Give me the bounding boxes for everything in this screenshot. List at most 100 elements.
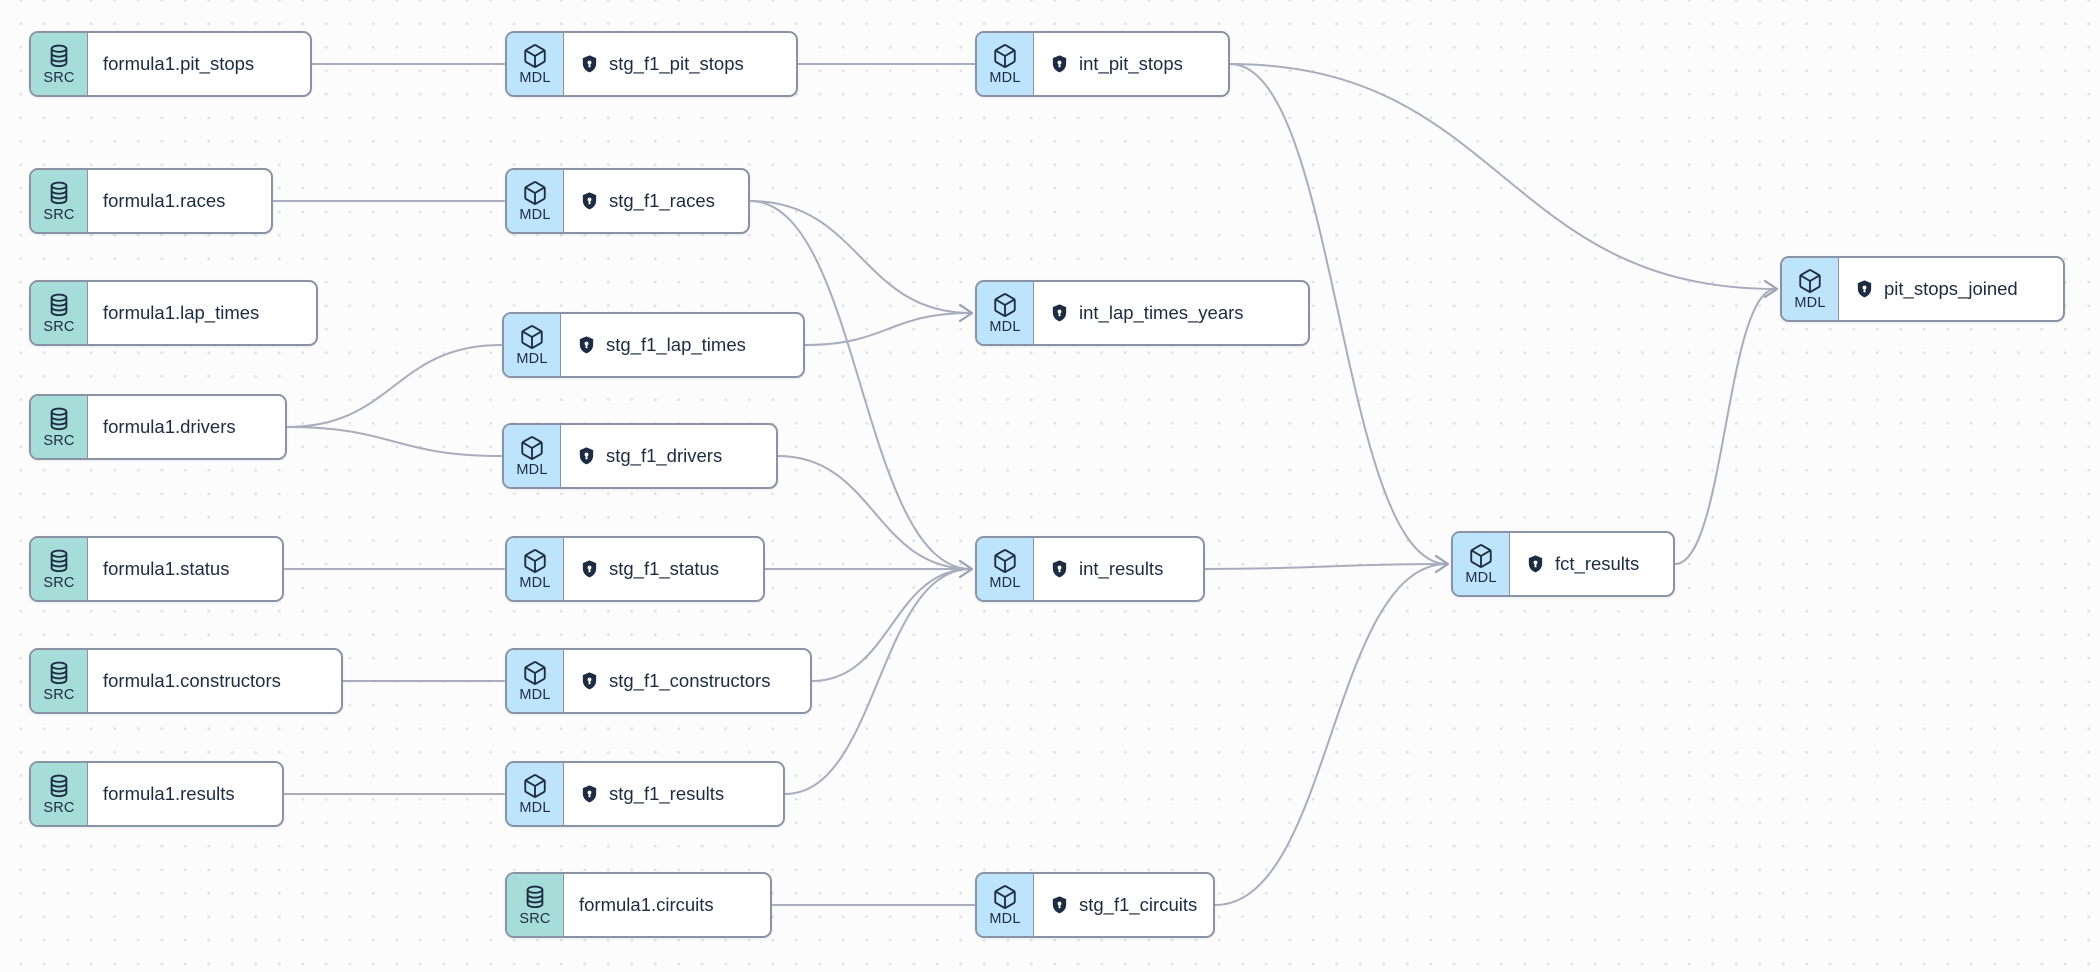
edge-formula1.drivers--stg_f1_lap_times bbox=[286, 344, 502, 428]
node-type-label: MDL bbox=[989, 318, 1021, 335]
source-type-badge: SRC bbox=[31, 538, 88, 600]
model-type-badge: MDL bbox=[504, 314, 561, 376]
node-formula1.drivers[interactable]: SRC formula1.drivers bbox=[29, 394, 287, 460]
edge-int_results--fct_results bbox=[1204, 563, 1448, 570]
node-type-label: MDL bbox=[1794, 294, 1826, 311]
node-body: pit_stops_joined bbox=[1839, 258, 2063, 320]
model-type-badge: MDL bbox=[977, 282, 1034, 344]
node-label: int_results bbox=[1079, 558, 1164, 579]
node-label: int_lap_times_years bbox=[1079, 302, 1244, 323]
model-type-badge: MDL bbox=[977, 874, 1034, 936]
cube-icon bbox=[522, 43, 548, 70]
node-type-label: MDL bbox=[989, 69, 1021, 86]
node-body: formula1.results bbox=[88, 763, 282, 825]
cube-icon bbox=[1468, 543, 1494, 570]
cube-icon bbox=[992, 43, 1018, 70]
node-body: int_lap_times_years bbox=[1034, 282, 1308, 344]
node-type-label: MDL bbox=[516, 461, 548, 478]
edge-fct_results--pit_stops_joined bbox=[1674, 288, 1777, 565]
node-type-label: SRC bbox=[43, 799, 75, 816]
model-type-badge: MDL bbox=[1453, 533, 1510, 595]
node-type-label: SRC bbox=[43, 206, 75, 223]
node-int_pit_stops[interactable]: MDL int_pit_stops bbox=[975, 31, 1230, 97]
edge-formula1.drivers--stg_f1_drivers bbox=[286, 426, 502, 457]
node-stg_f1_circuits[interactable]: MDL stg_f1_circuits bbox=[975, 872, 1215, 938]
node-label: stg_f1_drivers bbox=[606, 445, 723, 466]
model-type-badge: MDL bbox=[977, 538, 1034, 600]
cube-icon bbox=[1797, 268, 1823, 295]
shield-lock-icon bbox=[579, 191, 600, 212]
edge-stg_f1_constructors--int_results bbox=[811, 568, 972, 682]
shield-lock-icon bbox=[579, 671, 600, 692]
shield-lock-icon bbox=[579, 559, 600, 580]
node-stg_f1_results[interactable]: MDL stg_f1_results bbox=[505, 761, 785, 827]
node-formula1.pit_stops[interactable]: SRC formula1.pit_stops bbox=[29, 31, 312, 97]
node-body: stg_f1_drivers bbox=[561, 425, 776, 487]
node-body: formula1.lap_times bbox=[88, 282, 316, 344]
node-label: formula1.results bbox=[103, 783, 235, 804]
cube-icon bbox=[992, 292, 1018, 319]
model-type-badge: MDL bbox=[507, 170, 564, 232]
edge-stg_f1_drivers--int_results bbox=[777, 455, 972, 570]
edge-arrowhead bbox=[1763, 279, 1779, 299]
node-formula1.results[interactable]: SRC formula1.results bbox=[29, 761, 284, 827]
database-icon bbox=[46, 406, 72, 433]
node-label: stg_f1_races bbox=[609, 190, 715, 211]
edge-int_pit_stops--pit_stops_joined bbox=[1229, 63, 1777, 290]
node-type-label: MDL bbox=[989, 910, 1021, 927]
node-formula1.status[interactable]: SRC formula1.status bbox=[29, 536, 284, 602]
node-stg_f1_races[interactable]: MDL stg_f1_races bbox=[505, 168, 750, 234]
node-label: int_pit_stops bbox=[1079, 53, 1183, 74]
cube-icon bbox=[522, 773, 548, 800]
node-body: fct_results bbox=[1510, 533, 1673, 595]
node-body: stg_f1_results bbox=[564, 763, 783, 825]
node-label: formula1.status bbox=[103, 558, 230, 579]
database-icon bbox=[46, 548, 72, 575]
node-type-label: MDL bbox=[989, 574, 1021, 591]
node-type-label: SRC bbox=[43, 432, 75, 449]
shield-lock-icon bbox=[576, 446, 597, 467]
node-type-label: MDL bbox=[519, 574, 551, 591]
database-icon bbox=[46, 43, 72, 70]
node-body: stg_f1_races bbox=[564, 170, 748, 232]
cube-icon bbox=[519, 435, 545, 462]
shield-lock-icon bbox=[1049, 303, 1070, 324]
model-type-badge: MDL bbox=[977, 33, 1034, 95]
node-type-label: SRC bbox=[43, 69, 75, 86]
node-formula1.constructors[interactable]: SRC formula1.constructors bbox=[29, 648, 343, 714]
database-icon bbox=[46, 660, 72, 687]
shield-lock-icon bbox=[1854, 279, 1875, 300]
source-type-badge: SRC bbox=[31, 396, 88, 458]
database-icon bbox=[522, 884, 548, 911]
source-type-badge: SRC bbox=[31, 763, 88, 825]
cube-icon bbox=[522, 660, 548, 687]
cube-icon bbox=[992, 548, 1018, 575]
node-body: formula1.constructors bbox=[88, 650, 341, 712]
node-type-label: SRC bbox=[43, 686, 75, 703]
node-int_results[interactable]: MDL int_results bbox=[975, 536, 1205, 602]
node-body: formula1.pit_stops bbox=[88, 33, 310, 95]
node-body: formula1.drivers bbox=[88, 396, 285, 458]
node-int_lap_times_years[interactable]: MDL int_lap_times_years bbox=[975, 280, 1310, 346]
node-stg_f1_lap_times[interactable]: MDL stg_f1_lap_times bbox=[502, 312, 805, 378]
node-type-label: MDL bbox=[519, 799, 551, 816]
model-type-badge: MDL bbox=[507, 763, 564, 825]
node-label: stg_f1_lap_times bbox=[606, 334, 746, 355]
node-type-label: MDL bbox=[516, 350, 548, 367]
source-type-badge: SRC bbox=[31, 33, 88, 95]
node-stg_f1_drivers[interactable]: MDL stg_f1_drivers bbox=[502, 423, 778, 489]
shield-lock-icon bbox=[579, 54, 600, 75]
node-label: stg_f1_circuits bbox=[1079, 894, 1198, 915]
node-type-label: SRC bbox=[43, 574, 75, 591]
node-pit_stops_joined[interactable]: MDL pit_stops_joined bbox=[1780, 256, 2065, 322]
edge-arrowhead bbox=[958, 303, 974, 323]
